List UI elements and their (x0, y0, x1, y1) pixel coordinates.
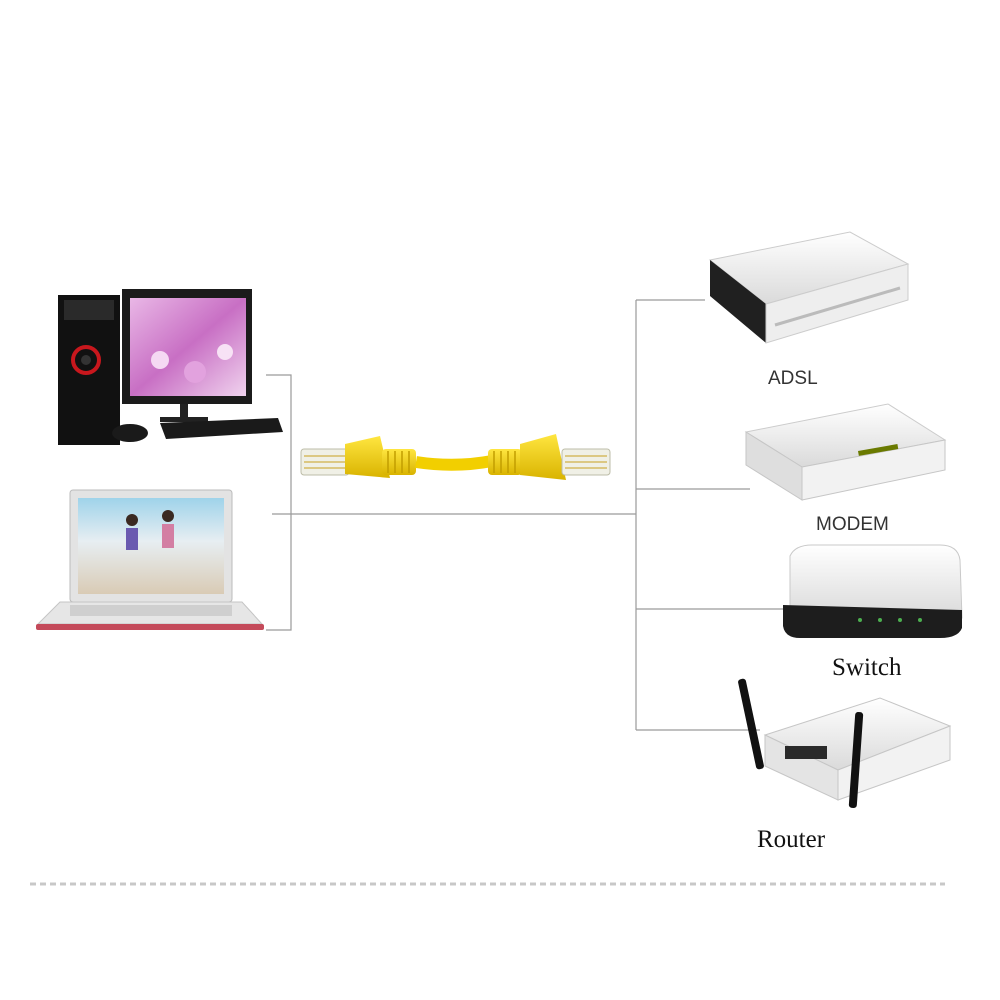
wireless-router-icon (738, 678, 952, 808)
desktop-computer-icon (58, 289, 283, 445)
modem-icon (744, 403, 947, 501)
laptop-icon (36, 489, 264, 630)
adsl-device-icon (708, 231, 910, 344)
ethernet-cable-icon (300, 434, 611, 480)
switch-label: Switch (832, 654, 902, 681)
network-switch-icon (783, 544, 963, 638)
router-label: Router (757, 826, 826, 853)
connector-lines (266, 299, 790, 731)
modem-label: MODEM (816, 514, 889, 535)
adsl-label: ADSL (768, 368, 818, 389)
